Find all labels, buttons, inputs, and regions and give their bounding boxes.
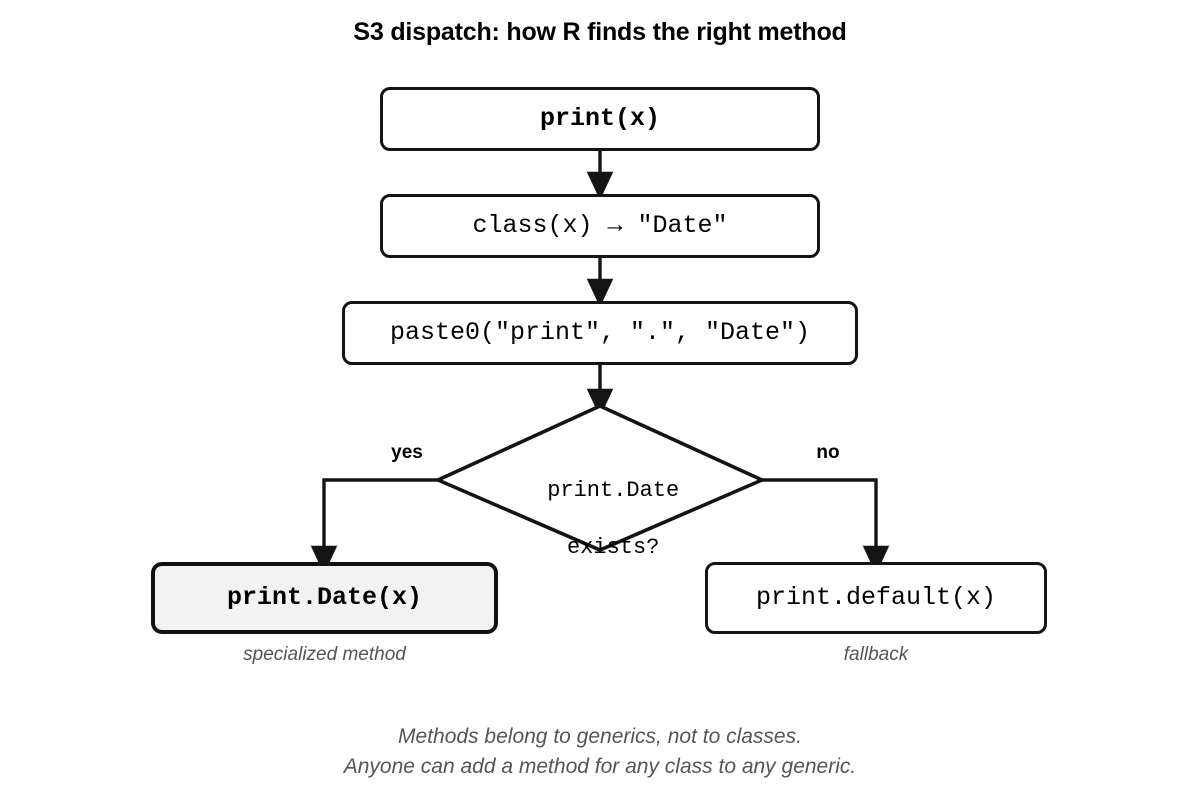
footer-note-line2: Anyone can add a method for any class to…: [343, 755, 857, 779]
decision-node-text: print.Date exists?: [440, 448, 760, 562]
decision-node-line1: print.Date: [547, 477, 680, 503]
branch-label-yes: yes: [391, 442, 423, 463]
node-print-default-result-label: print.default(x): [755, 583, 997, 613]
node-print-date-result-label: print.Date(x): [226, 583, 423, 613]
node-print-date-result: print.Date(x): [151, 562, 498, 634]
node-paste0-label: paste0("print", ".", "Date"): [389, 318, 811, 348]
connector-yes-branch: [310, 478, 438, 575]
node-print-default-result: print.default(x): [705, 562, 1047, 634]
branch-label-no: no: [816, 442, 840, 463]
caption-specialized-method: specialized method: [243, 644, 406, 665]
page-title: S3 dispatch: how R finds the right metho…: [353, 18, 847, 46]
footer-note-line1: Methods belong to generics, not to class…: [398, 725, 802, 748]
decision-node-line2: exists?: [566, 534, 660, 560]
node-print-call: print(x): [380, 87, 820, 151]
caption-fallback: fallback: [843, 644, 909, 665]
node-class-lookup-label: class(x) → "Date": [472, 211, 728, 241]
node-print-call-label: print(x): [539, 104, 661, 134]
node-class-lookup: class(x) → "Date": [380, 194, 820, 258]
connector-no-branch: [762, 478, 890, 575]
node-paste0: paste0("print", ".", "Date"): [342, 301, 858, 365]
footer-note: Methods belong to generics, not to class…: [0, 722, 1200, 783]
decision-diamond: [433, 404, 767, 552]
